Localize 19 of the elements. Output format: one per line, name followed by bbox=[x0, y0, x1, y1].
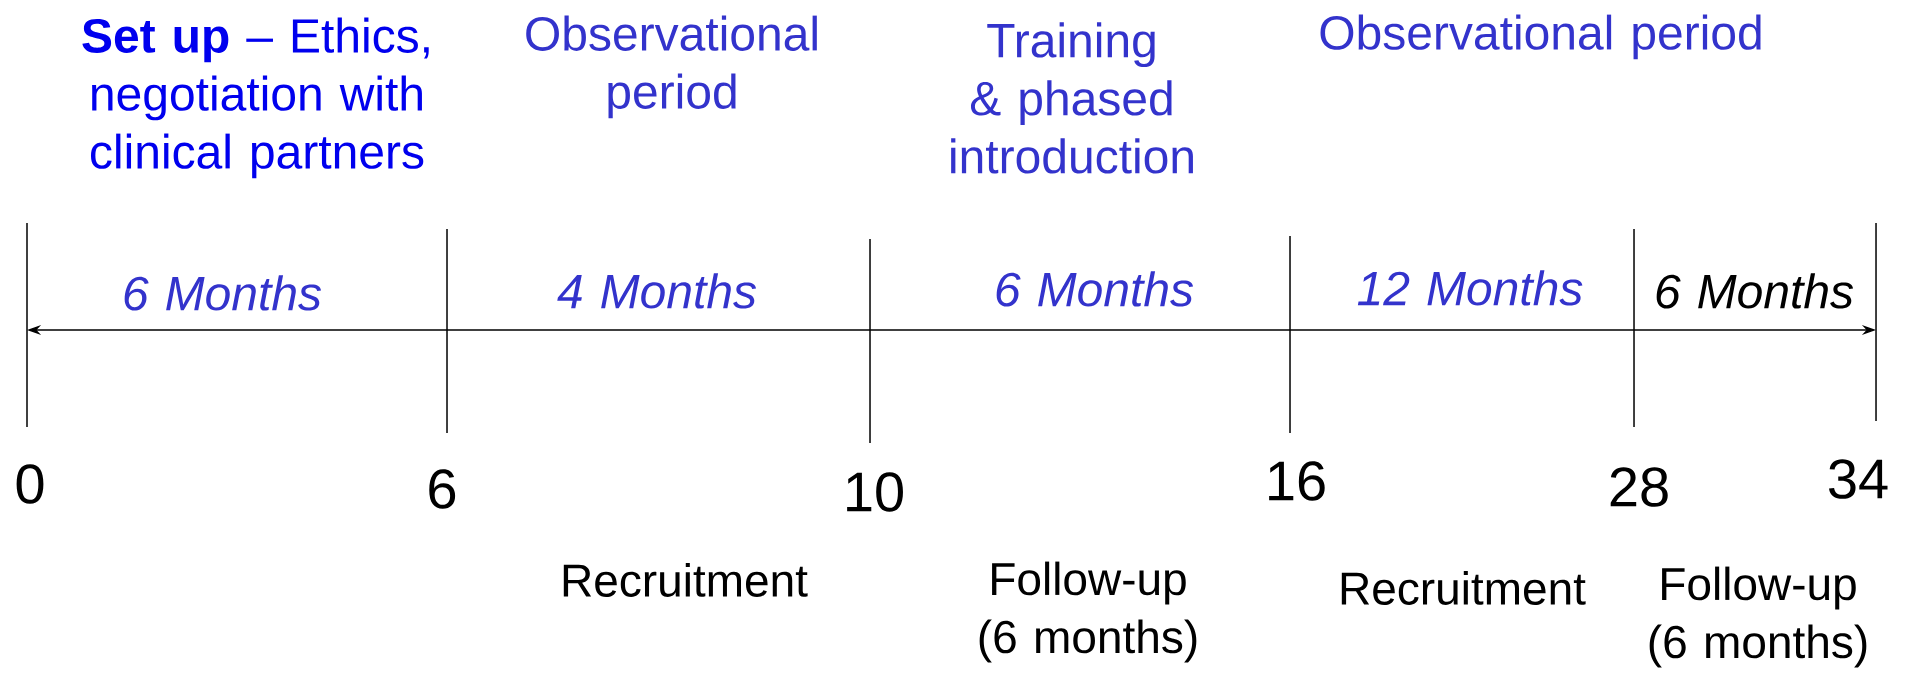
duration-label: 6 Months bbox=[124, 275, 322, 311]
activity-label: Follow-up (6 months) bbox=[1649, 566, 1867, 668]
activity-label: Recruitment bbox=[1341, 571, 1586, 605]
month-number: 34 bbox=[1829, 459, 1888, 499]
phase-heading: Observational period bbox=[1320, 14, 1761, 60]
month-number: 28 bbox=[1610, 467, 1668, 507]
phase-heading: Training & phased introduction bbox=[951, 22, 1193, 174]
duration-label: 4 Months bbox=[557, 273, 757, 309]
month-number: 16 bbox=[1269, 461, 1325, 501]
month-number: 10 bbox=[847, 472, 903, 512]
month-number: 6 bbox=[429, 469, 456, 509]
duration-label: 12 Months bbox=[1357, 270, 1583, 306]
activity-label: Follow-up (6 months) bbox=[979, 561, 1197, 663]
activity-label: Recruitment bbox=[563, 563, 808, 597]
phase-heading: Observational period bbox=[526, 15, 817, 119]
duration-label: 6 Months bbox=[996, 271, 1194, 307]
duration-label: 6 Months bbox=[1656, 273, 1854, 309]
month-number: 0 bbox=[16, 464, 44, 504]
phase-heading: Set up – Ethics, negotiation with clinical partners bbox=[82, 17, 429, 179]
